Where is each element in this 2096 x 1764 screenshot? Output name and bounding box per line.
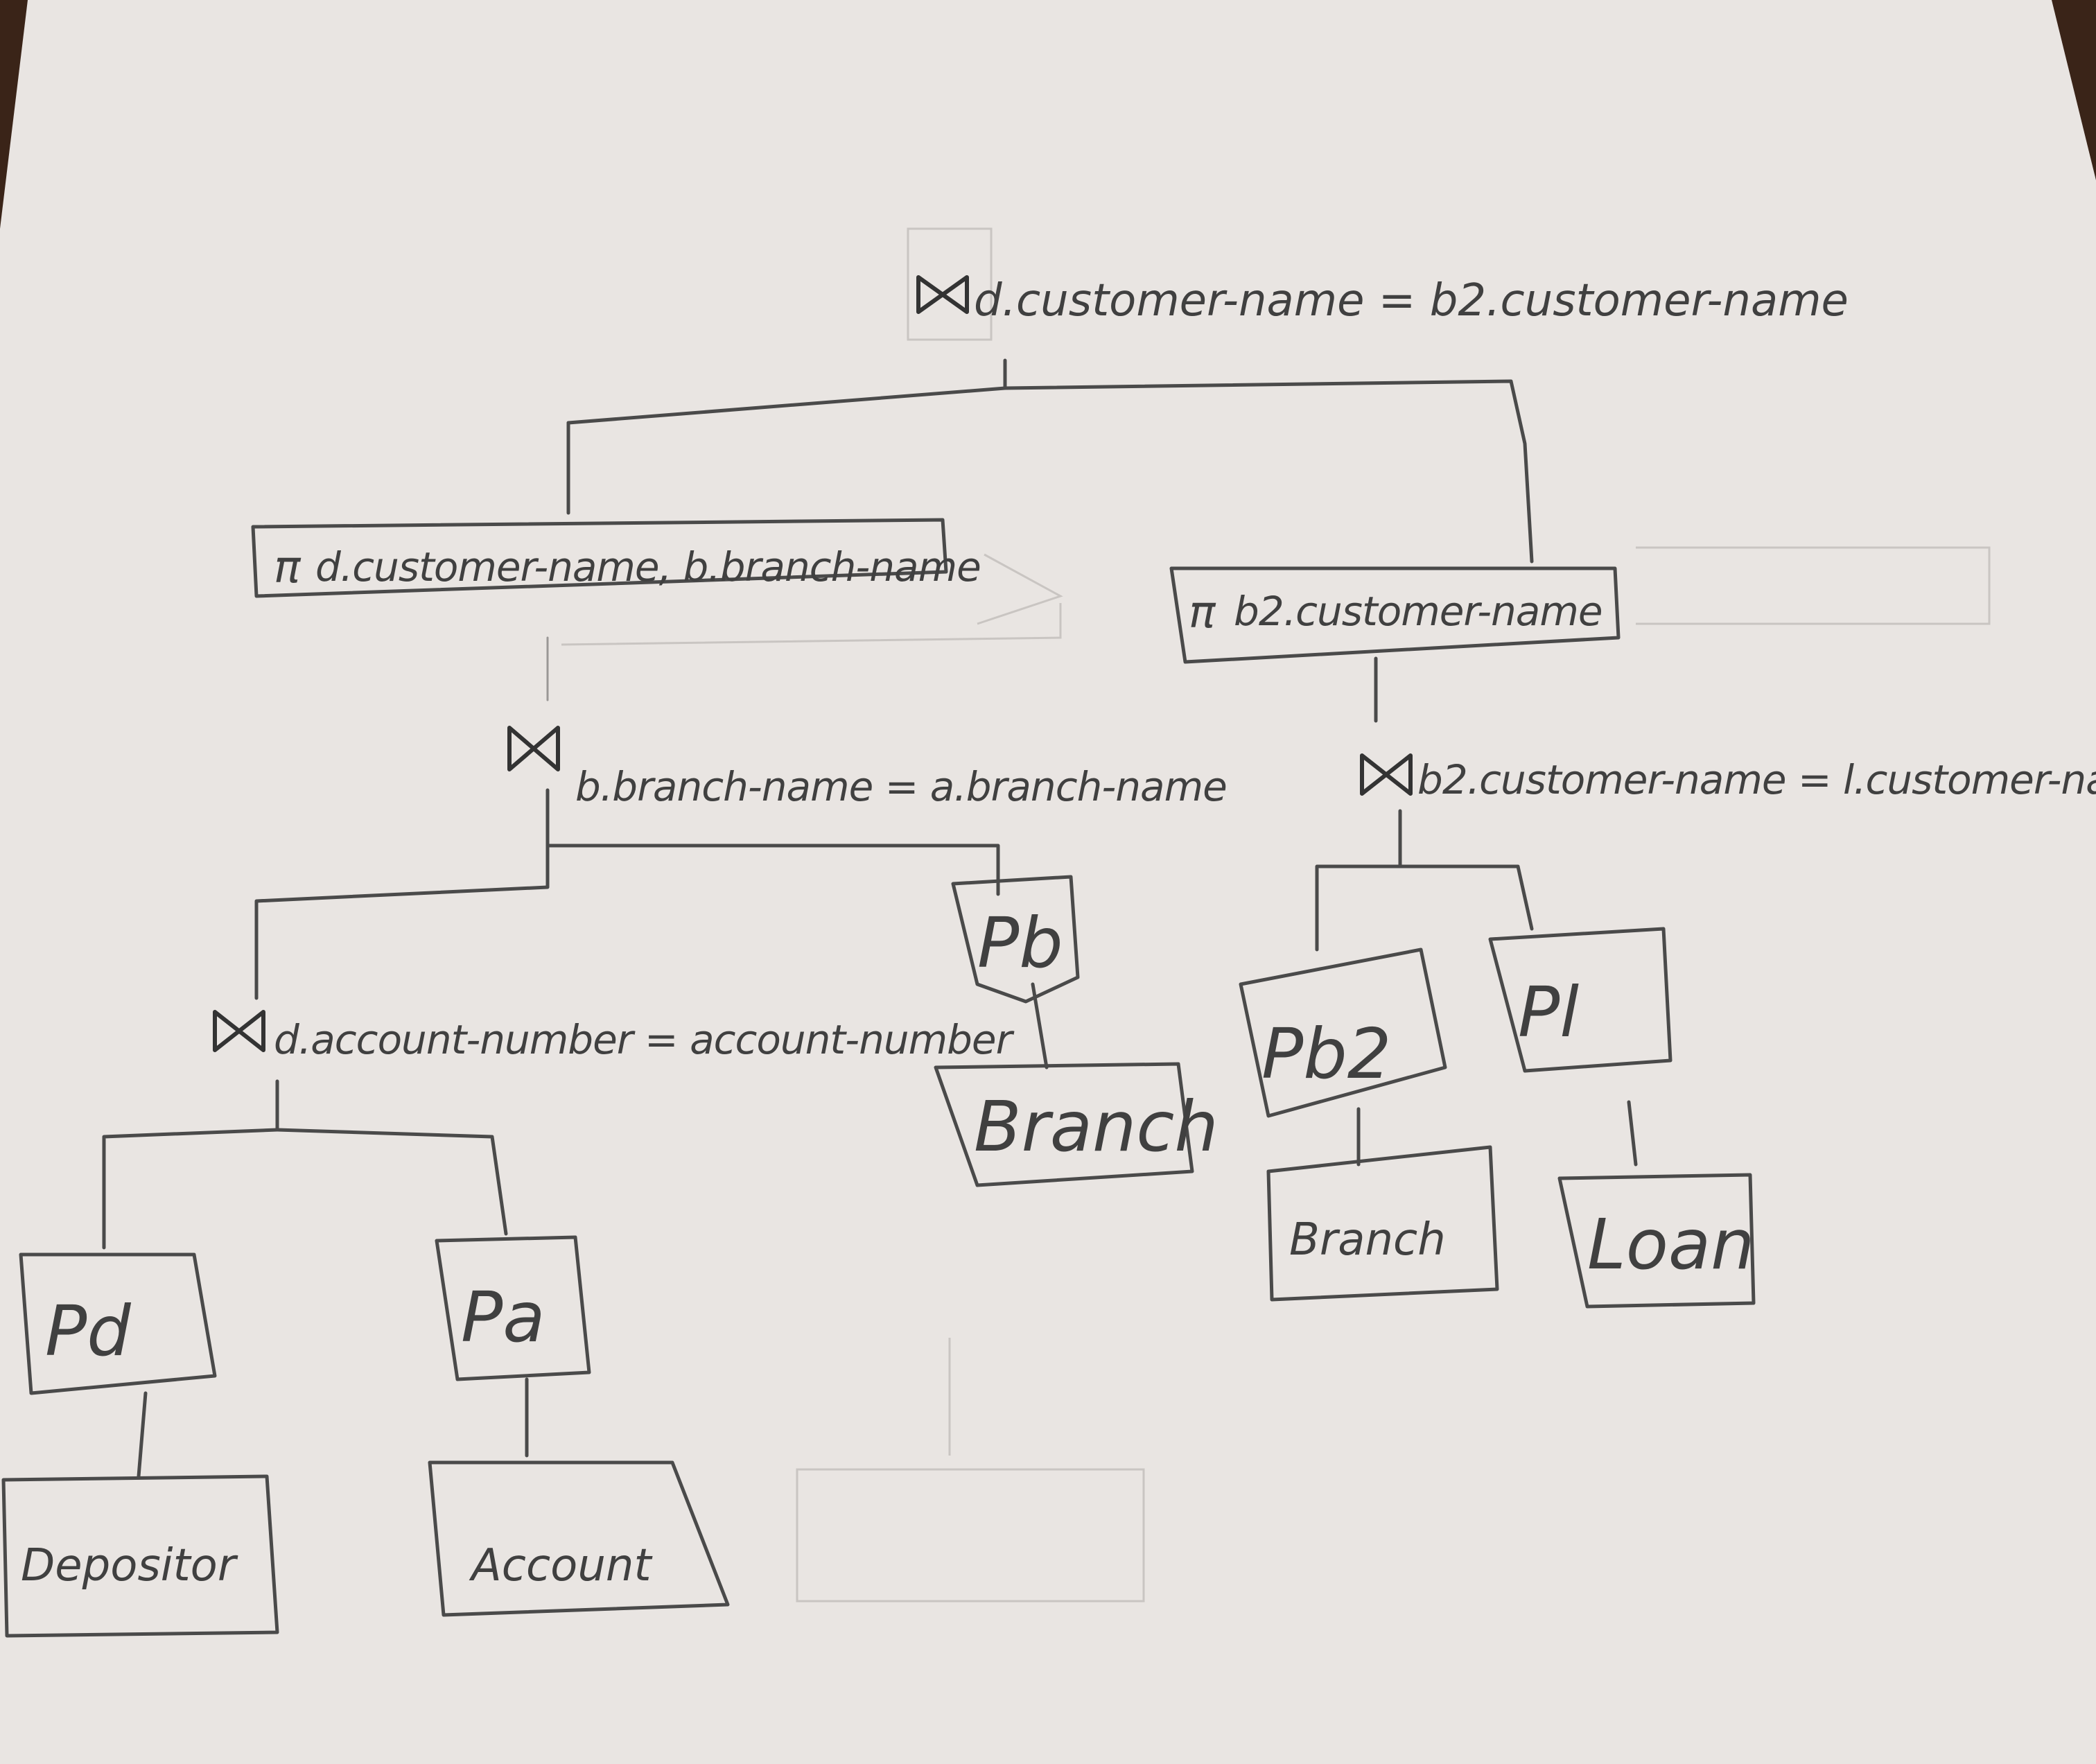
branch-left-node: Branch (934, 1062, 1219, 1187)
bottom-join-node: d.account-number = account-number (213, 1010, 1015, 1063)
right-projection-attributes: b2.customer-name (1234, 588, 1602, 635)
root-join-node: d.customer-name = b2.customer-name (916, 275, 1849, 326)
right-join-node: b2.customer-name = l.customer-name (1360, 753, 2096, 803)
pb2-label: Pb2 (1261, 1013, 1391, 1094)
depositor-label: Depositor (21, 1540, 238, 1591)
bowtie-join-icon (916, 275, 969, 314)
branch-left-label: Branch (974, 1086, 1219, 1167)
pb-node: Pb (951, 875, 1080, 1004)
account-label: Account (469, 1540, 653, 1591)
branch-right-node: Branch (1266, 1145, 1499, 1302)
bowtie-join-icon (1360, 753, 1413, 796)
projection-pi-icon: π (274, 542, 302, 593)
pb-label: Pb (977, 902, 1063, 984)
pb2-node: Pb2 (1239, 948, 1447, 1118)
right-join-condition: b2.customer-name = l.customer-name (1417, 756, 2096, 803)
pd-node: Pd (19, 1252, 217, 1395)
projection-pi-icon: π (1189, 587, 1216, 638)
left-join-node: b.branch-name = a.branch-name (507, 726, 1228, 810)
bowtie-join-icon (213, 1010, 265, 1052)
left-join-condition: b.branch-name = a.branch-name (575, 763, 1227, 810)
account-node: Account (428, 1460, 730, 1617)
loan-node: Loan (1557, 1173, 1756, 1309)
bottom-join-condition: d.account-number = account-number (274, 1016, 1015, 1063)
left-projection-attributes: d.customer-name, b.branch-name (315, 543, 981, 591)
pd-label: Pd (45, 1291, 131, 1372)
loan-label: Loan (1587, 1204, 1755, 1285)
root-join-condition: d.customer-name = b2.customer-name (974, 275, 1849, 326)
right-projection-node: π b2.customer-name (1169, 566, 1621, 664)
pl-node: Pl (1488, 927, 1673, 1073)
branch-right-label: Branch (1289, 1214, 1446, 1266)
ghost-marks (561, 227, 1991, 1603)
pa-label: Pa (461, 1277, 545, 1358)
depositor-node: Depositor (1, 1474, 279, 1638)
tree-edges (102, 358, 1638, 1478)
left-projection-node: π d.customer-name, b.branch-name (251, 518, 981, 598)
pl-label: Pl (1518, 972, 1579, 1053)
pa-node: Pa (435, 1235, 591, 1381)
bowtie-join-icon (507, 726, 560, 771)
